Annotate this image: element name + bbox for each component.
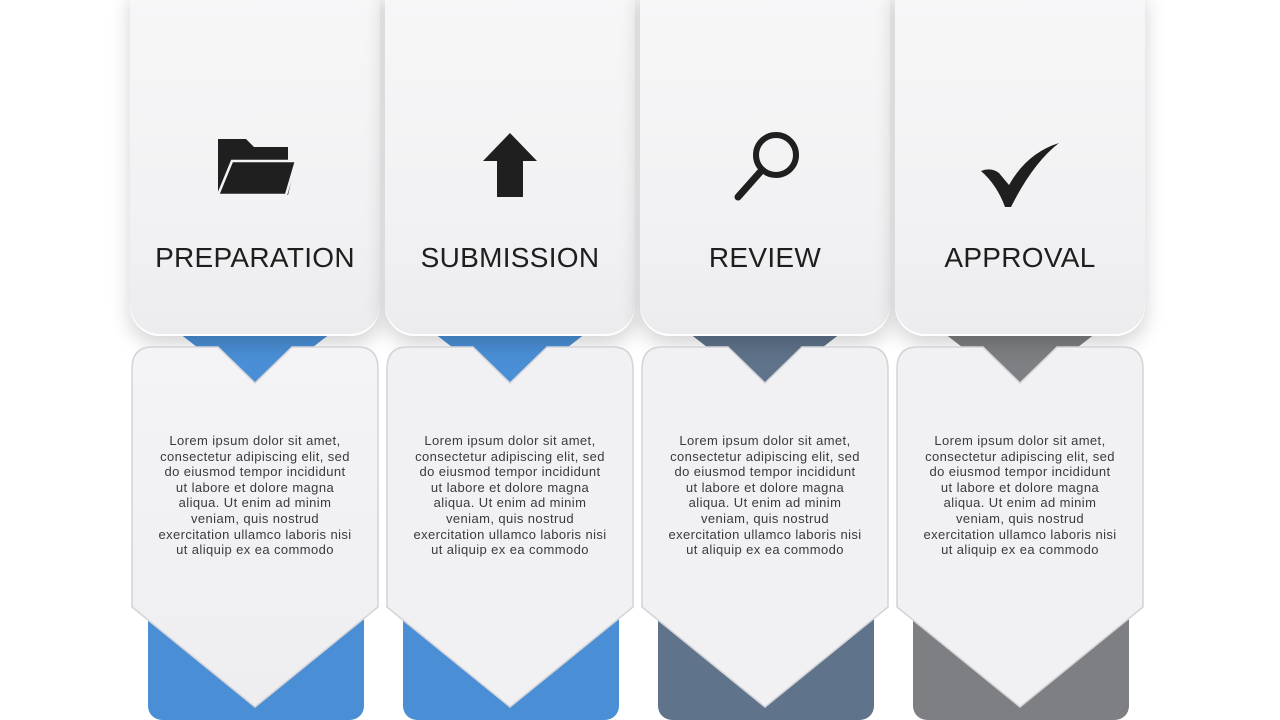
step-header-card: PREPARATION [130,0,380,336]
step-submission: SUBMISSION Lorem ipsum dolor sit amet, c… [385,0,635,720]
step-title: APPROVAL [944,242,1096,273]
step-description: Lorem ipsum dolor sit amet, consectetur … [668,433,862,558]
step-approval: APPROVAL Lorem ipsum dolor sit amet, con… [895,0,1145,720]
step-description-card: Lorem ipsum dolor sit amet, consectetur … [130,345,380,710]
step-description-card: Lorem ipsum dolor sit amet, consectetur … [640,345,890,710]
step-description: Lorem ipsum dolor sit amet, consectetur … [413,433,607,558]
folder-icon [210,125,300,215]
magnifier-icon [720,125,810,215]
step-description: Lorem ipsum dolor sit amet, consectetur … [923,433,1117,558]
step-description-card: Lorem ipsum dolor sit amet, consectetur … [895,345,1145,710]
step-preparation: PREPARATION Lorem ipsum dolor sit amet, … [130,0,380,720]
step-title: SUBMISSION [420,242,600,273]
upload-arrow-icon [465,125,555,215]
step-review: REVIEW Lorem ipsum dolor sit amet, conse… [640,0,890,720]
step-header-card: SUBMISSION [385,0,635,336]
step-title: REVIEW [708,242,822,273]
step-description-card: Lorem ipsum dolor sit amet, consectetur … [385,345,635,710]
step-description: Lorem ipsum dolor sit amet, consectetur … [158,433,352,558]
checkmark-icon [975,125,1065,215]
step-header-card: REVIEW [640,0,890,336]
step-header-card: APPROVAL [895,0,1145,336]
step-title: PREPARATION [155,242,355,273]
